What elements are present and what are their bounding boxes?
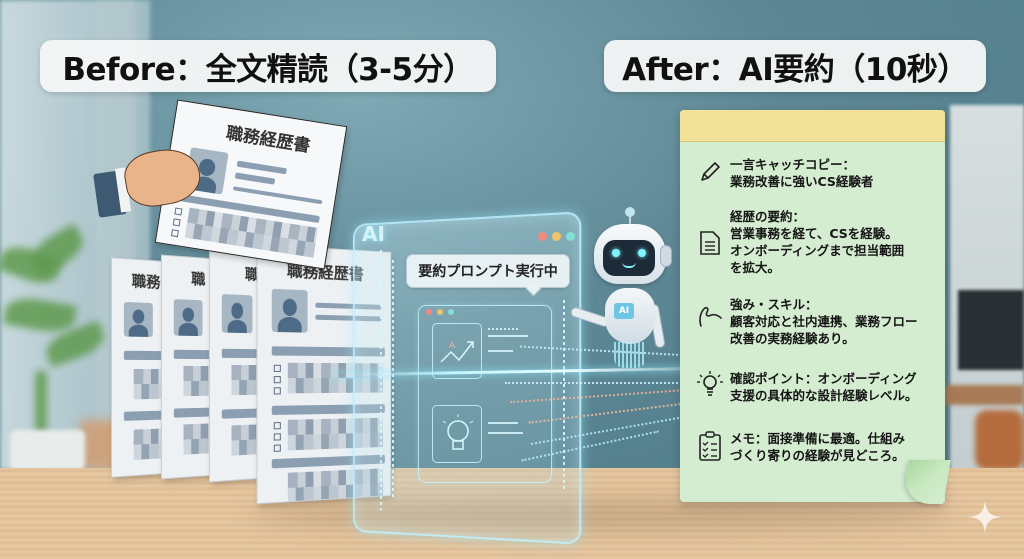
code-stream	[392, 260, 394, 500]
inner-app-window	[418, 305, 552, 483]
idea-card	[432, 405, 482, 463]
avatar-placeholder-icon	[221, 294, 253, 334]
lightbulb-icon	[696, 370, 724, 404]
robot-smile-icon	[622, 262, 636, 268]
sparkle-icon	[968, 500, 1002, 534]
svg-text:A: A	[449, 341, 456, 351]
pencil-icon	[696, 156, 724, 190]
item-text: 確認ポイント：オンボーディング	[730, 371, 917, 386]
summary-item-checkpoint: 確認ポイント：オンボーディング 支援の具体的な設計経験レベル。	[696, 370, 946, 404]
avatar-placeholder-icon	[123, 301, 153, 338]
robot-eye-icon	[638, 249, 646, 257]
item-text: を拡大。	[730, 260, 781, 275]
dot-teal-icon	[566, 232, 575, 241]
text-line	[232, 186, 323, 205]
text-line	[488, 328, 518, 330]
item-text: オンボーディングまで担当範囲	[730, 243, 905, 258]
robot-face	[603, 240, 655, 276]
document-icon	[696, 208, 724, 276]
background-monitor	[958, 290, 1024, 370]
dot-yellow-icon	[552, 232, 561, 241]
item-text: 営業事務を経て、CSを経験。	[730, 226, 898, 241]
text-line	[488, 335, 528, 337]
prompt-running-bubble: 要約プロンプト実行中	[406, 254, 570, 288]
robot-ai-badge: AI	[614, 303, 634, 319]
item-text: 改善の実務経験あり。	[730, 331, 855, 346]
item-text: 顧客対応と社内連携、業務フロー	[730, 314, 918, 329]
table-shadow	[250, 500, 950, 530]
checkbox-list	[273, 364, 281, 399]
summary-item-strengths: 強み・スキル： 顧客対応と社内連携、業務フロー 改善の実務経験あり。	[696, 296, 946, 347]
flexed-arm-icon	[696, 296, 724, 347]
robot-jet-stream	[614, 342, 646, 368]
background-office-chair	[975, 410, 1024, 470]
summary-item-memo: メモ：面接準備に最適。仕組み づくり寄りの経験が見どころ。	[696, 430, 946, 464]
sticky-note-header	[680, 110, 945, 142]
ai-panel-label: AI	[362, 222, 385, 246]
data-stream	[505, 382, 690, 384]
text-line	[488, 422, 518, 424]
robot-antenna	[629, 212, 631, 226]
chart-card: A	[432, 323, 482, 379]
inner-window-dots	[426, 309, 454, 315]
dot-red-icon	[538, 232, 547, 241]
plant-pot	[10, 430, 85, 470]
item-text: づくり寄りの経験が見どころ。	[730, 448, 905, 463]
robot-ear	[660, 245, 672, 267]
avatar-placeholder-icon	[173, 299, 203, 337]
after-label: After：AI要約（10秒）	[604, 40, 986, 92]
text-line	[488, 350, 513, 352]
text-line	[236, 160, 287, 175]
item-text: 支援の具体的な設計経験レベル。	[730, 388, 918, 403]
avatar-placeholder-icon	[271, 288, 308, 333]
robot-eye-icon	[612, 249, 620, 257]
checkbox-list	[170, 207, 183, 241]
plant-stem	[35, 370, 47, 435]
text-line	[488, 432, 523, 434]
background-desk	[945, 385, 1024, 405]
item-heading: 一言キャッチコピー：	[730, 157, 856, 172]
item-text: メモ：面接準備に最適。仕組み	[730, 431, 906, 446]
summary-item-career: 経歴の要約： 営業事務を経て、CSを経験。 オンボーディングまで担当範囲 を拡大…	[696, 208, 946, 276]
summary-sticky-note	[680, 110, 945, 502]
window-control-dots	[538, 232, 575, 241]
robot-antenna-tip	[625, 207, 635, 217]
item-text: 業務改善に強いCS経験者	[730, 174, 874, 189]
item-heading: 経歴の要約：	[730, 209, 806, 224]
code-stream	[380, 250, 382, 510]
checkbox-list	[273, 422, 281, 456]
item-heading: 強み・スキル：	[730, 297, 818, 312]
clipboard-checklist-icon	[696, 430, 724, 464]
code-stream	[563, 300, 565, 490]
trend-chart-icon: A	[440, 341, 474, 363]
before-label: Before：全文精読（3-5分）	[40, 40, 496, 92]
text-line	[234, 172, 276, 185]
lightbulb-icon	[442, 414, 474, 450]
summary-item-catchcopy: 一言キャッチコピー： 業務改善に強いCS経験者	[696, 156, 946, 190]
